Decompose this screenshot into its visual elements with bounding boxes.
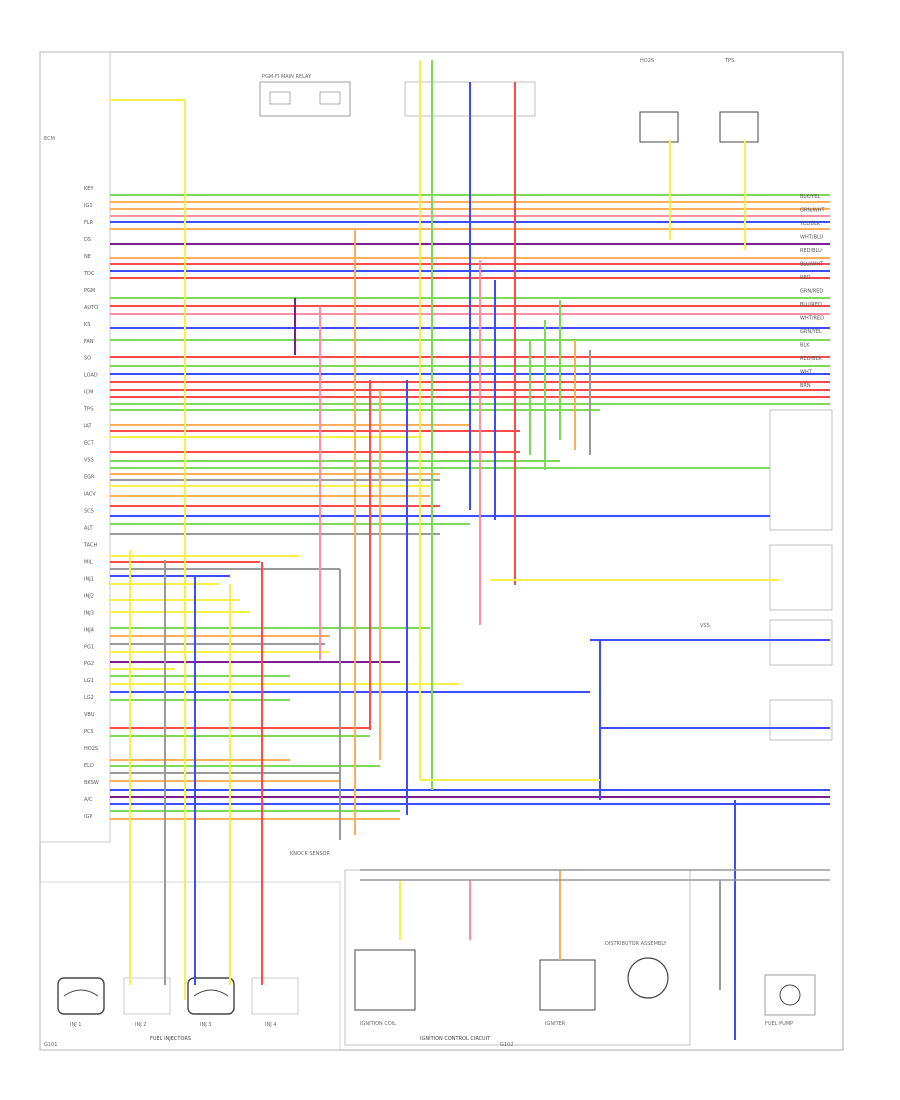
vss-label: VSS [700,623,710,629]
wire-color-label: GRN/YEL [800,329,822,335]
knock-sensor-label: KNOCK SENSOR [290,851,330,857]
wire-color-label: WHT/RED [800,316,824,322]
wire-color-label: WHT [800,370,813,376]
ecm-pin-label: LG2 [84,695,94,701]
ecm-pin-label: KS [84,322,90,328]
ecm-pin-label: DS [84,237,91,243]
ecm-pin-label: FAN [84,339,94,345]
ecm-pin-label: INJ3 [84,610,94,616]
switch-box-1 [769,409,833,531]
ecm-pin-label: IAT [84,424,93,430]
ecm-pin-label: TPS [83,407,93,413]
ecm-pin-label: VBU [84,712,95,718]
ignition-control-label: IGNITION CONTROL CIRCUIT [420,1036,491,1042]
wire-layer [110,60,830,1040]
tps-label: TPS [724,58,734,64]
wire-color-label: GRN/RED [800,289,823,295]
switch-box-3 [769,619,833,666]
ecm-pin-label: MIL [84,559,93,565]
injector-1 [57,977,105,1015]
ignition-coil-label: IGNITION COIL [360,1021,396,1027]
wire-color-label: BLU/WHT [800,262,824,268]
fuel-pump-motor [779,984,801,1006]
distributor-circle [627,957,669,999]
ecm-pin-label: VSS [84,458,94,464]
shift-module-a [639,111,679,143]
wire-color-label: BRN [800,383,811,389]
injector-2 [123,977,171,1015]
injector-label: INJ 2 [135,1022,146,1028]
ecm-pin-label: IG1 [84,203,93,209]
main-relay-label: PGM-FI MAIN RELAY [262,74,312,80]
ecm-pin-label: PGM [84,288,95,294]
ecm-pin-label: PG1 [84,644,94,650]
g102-label: G102 [500,1042,513,1048]
ecm-pin-label: ICM [84,390,93,396]
fuel-pump-box [764,974,816,1016]
ecm-pin-label: ELD [84,763,94,769]
ecm-pin-label: ECT [84,441,95,447]
injector-label: INJ 1 [70,1022,81,1028]
ecm-pin-label: PCS [84,729,94,735]
ecm-pin-label: INJ2 [84,593,94,599]
ecm-pin-label: TACH [83,542,97,548]
igniter-box [539,959,596,1011]
shift-module-b [719,111,759,143]
ecm-pin-label: TDC [83,271,95,277]
main-relay [259,81,351,117]
ecm-pin-label: HO2S [84,746,98,752]
wire-color-label: GRN/WHT [800,208,825,214]
injector-section [39,881,341,1051]
ecm-pin-label: EGR [84,475,95,481]
ecm-pin-label: INJ4 [84,627,94,633]
ecm-pin-label: KEY [84,186,94,192]
ecm-pin-label: IGP [84,814,92,820]
wire-color-label: BLK/YEL [800,194,820,200]
injector-4 [251,977,299,1015]
wire-color-label: RED/BLK [800,356,822,362]
wire-color-label: YEL/BLK [799,221,821,227]
ho2s-label: HO2S [640,58,654,64]
ecm-pin-label: A/C [84,797,93,803]
injector-3 [187,977,235,1015]
ecm-pin-label: IACV [84,492,96,498]
ecm-label: ECM [44,136,55,142]
wire-color-label: RED/BLU [800,248,822,254]
injector-label: INJ 4 [265,1022,276,1028]
ecm-pin-label: LG1 [84,678,94,684]
fuel-injectors-label: FUEL INJECTORS [150,1036,191,1042]
g101-label: G101 [44,1042,57,1048]
ecm-pin-label: SCS [84,508,94,514]
wire-color-label: WHT/BLU [800,235,823,241]
ecm-pin-label: INJ1 [84,576,94,582]
ignition-section [344,869,691,1046]
ecm-pin-label: LOAD [84,373,98,379]
ecm-pin-label: ALT [84,525,94,531]
igniter-label: IGNITER [545,1021,566,1027]
ecm-pin-label: AUTO [84,305,98,311]
wire-color-label: BLU/RED [800,302,822,308]
wire-color-label: BLK [800,343,810,349]
injector-label: INJ 3 [200,1022,211,1028]
wire-color-label: RED [800,275,811,281]
ignition-coil-box [354,949,416,1011]
key-feed-wire [110,99,186,105]
distributor-label: DISTRIBUTOR ASSEMBLY [605,941,667,947]
ecm-box [39,51,111,843]
ecm-pin-label: SO [84,356,91,362]
ecm-pin-label: BKSW [84,780,99,786]
ecm-pin-label: PG2 [84,661,94,667]
ecm-pin-label: NE [84,254,91,260]
ecm-pin-label: FLR [84,220,94,226]
switch-box-4 [769,699,833,741]
fuel-pump-label: FUEL PUMP [765,1021,793,1027]
switch-box-2 [769,544,833,611]
